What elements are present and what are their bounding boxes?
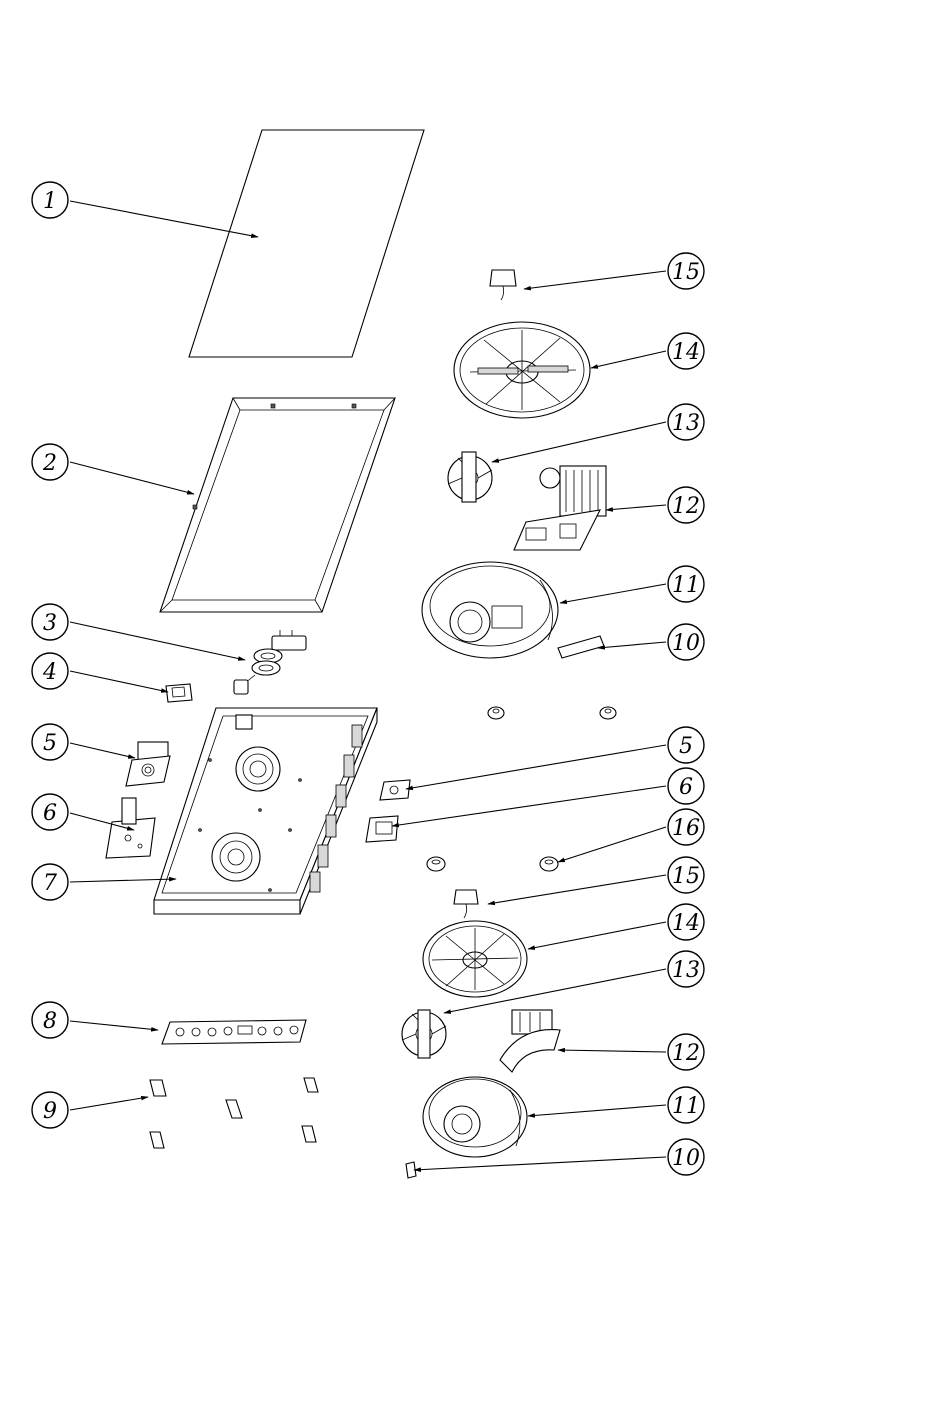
part-frame	[160, 398, 395, 612]
part-feet-lower	[427, 857, 558, 871]
part-small-housing-right	[366, 816, 398, 842]
callout-12-upper: 12	[668, 487, 704, 523]
callout-9: 9	[32, 1092, 68, 1128]
callout-5-left: 5	[32, 724, 68, 760]
part-power-cord	[234, 630, 306, 694]
callout-11-upper: 11	[668, 566, 704, 602]
callout-3: 3	[32, 604, 68, 640]
part-temp-sensor-upper	[490, 270, 516, 300]
part-coil-plate-upper	[454, 322, 590, 418]
callout-15-lower: 15	[668, 857, 704, 893]
callout-8: 8	[32, 1002, 68, 1038]
part-feet-upper	[488, 707, 616, 719]
part-power-board-lower	[500, 1010, 560, 1072]
callout-13-lower: 13	[668, 951, 704, 987]
svg-text:14: 14	[672, 911, 700, 936]
svg-text:8: 8	[43, 1009, 57, 1034]
part-power-board-upper	[514, 466, 606, 550]
svg-text:7: 7	[43, 871, 57, 896]
svg-text:11: 11	[672, 1094, 700, 1119]
svg-text:6: 6	[43, 801, 57, 826]
part-small-bracket	[166, 684, 192, 702]
callout-13-upper: 13	[668, 404, 704, 440]
part-temp-sensor-lower	[454, 890, 478, 918]
svg-text:2: 2	[42, 451, 57, 476]
svg-text:3: 3	[43, 611, 57, 636]
callout-1: 1	[32, 182, 68, 218]
callout-15-upper: 15	[668, 253, 704, 289]
svg-text:10: 10	[672, 631, 700, 656]
callout-11-lower: 11	[668, 1087, 704, 1123]
callout-10-lower: 10	[668, 1139, 704, 1175]
callout-16: 16	[668, 809, 704, 845]
callout-5-right: 5	[668, 727, 704, 763]
svg-text:14: 14	[672, 340, 700, 365]
callout-7: 7	[32, 864, 68, 900]
part-cooling-fan-upper	[448, 452, 492, 502]
svg-text:15: 15	[672, 864, 700, 889]
svg-text:13: 13	[672, 958, 700, 983]
part-bracket-housing	[106, 798, 155, 858]
svg-text:4: 4	[42, 660, 57, 685]
part-coil-plate-lower	[423, 921, 527, 997]
callout-14-lower: 14	[668, 904, 704, 940]
svg-text:10: 10	[672, 1146, 700, 1171]
callout-4: 4	[32, 653, 68, 689]
svg-text:5: 5	[679, 734, 693, 759]
part-bottom-chassis	[154, 708, 377, 914]
svg-text:12: 12	[672, 1041, 700, 1066]
svg-text:1: 1	[43, 189, 57, 214]
svg-text:13: 13	[672, 411, 700, 436]
part-connector-upper	[558, 636, 604, 658]
svg-text:9: 9	[43, 1099, 57, 1124]
callout-2: 2	[32, 444, 68, 480]
part-coil-base-lower	[423, 1077, 527, 1157]
part-transformer-board	[126, 742, 170, 786]
svg-text:15: 15	[672, 260, 700, 285]
svg-text:12: 12	[672, 494, 700, 519]
svg-text:16: 16	[672, 816, 700, 841]
callout-10-upper: 10	[668, 624, 704, 660]
part-cooling-fan-lower	[402, 1010, 446, 1058]
callout-12-lower: 12	[668, 1034, 704, 1070]
callout-6-left: 6	[32, 794, 68, 830]
svg-text:11: 11	[672, 573, 700, 598]
part-glass-plate	[189, 130, 424, 357]
callout-6-right: 6	[668, 768, 704, 804]
svg-text:6: 6	[679, 775, 693, 800]
part-coil-base-upper	[422, 562, 558, 658]
part-small-board-right	[380, 780, 410, 800]
svg-text:5: 5	[43, 731, 57, 756]
part-clips	[150, 1078, 318, 1148]
part-control-pcb	[162, 1020, 306, 1044]
callout-14-upper: 14	[668, 333, 704, 369]
